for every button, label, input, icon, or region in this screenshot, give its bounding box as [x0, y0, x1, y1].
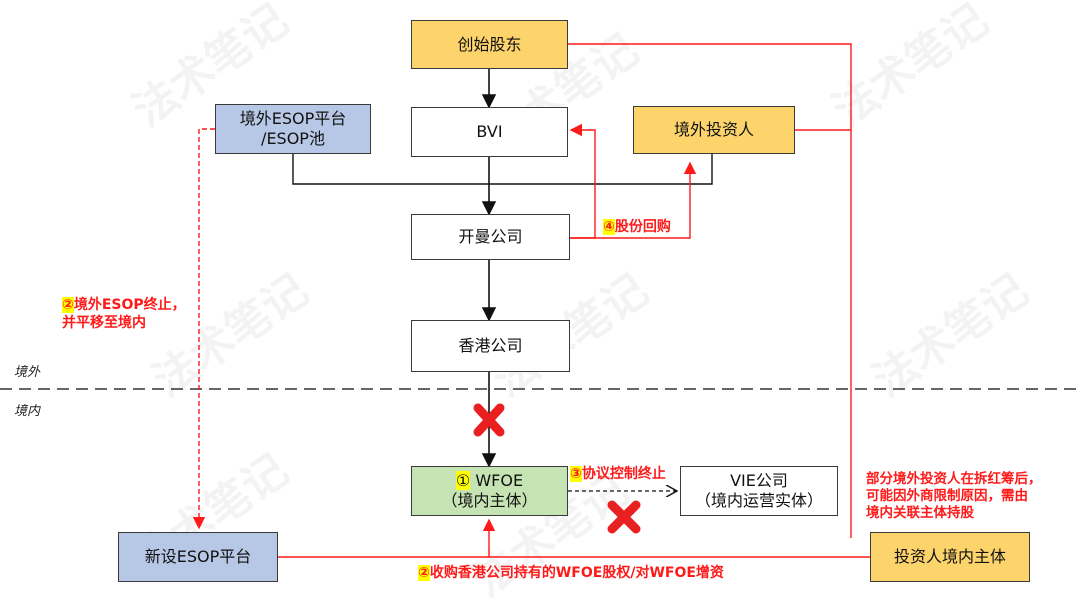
investor-domestic-label: 投资人境内主体 [893, 547, 1006, 566]
esop-platform-label-2: /ESOP池 [261, 129, 325, 148]
vie-label-2: （境内运营实体） [694, 491, 823, 510]
acquire-text: 收购香港公司持有的WFOE股权/对WFOE增资 [429, 565, 724, 581]
overseas-investor-box: 境外投资人 [633, 106, 795, 154]
wfoe-number: ① [455, 471, 471, 490]
vie-terminate-badge: ③ [570, 466, 582, 482]
bvi-box: BVI [411, 107, 568, 157]
right-note-line-2: 可能因外商限制原因，需由 [866, 487, 1028, 504]
esop-note-badge: ② [62, 297, 74, 313]
arrow-buyback-investor [570, 161, 697, 239]
overseas-investor-label: 境外投资人 [673, 120, 754, 139]
founder-box: 创始股东 [411, 20, 568, 69]
line-esop-investor [292, 154, 713, 185]
right-note-line-3: 境内关联主体持股 [866, 504, 974, 521]
wfoe-label-1: ① WFOE [455, 471, 524, 491]
vie-terminate-text: 协议控制终止 [581, 466, 666, 482]
right-side-note: 部分境外投资人在拆红筹后， 可能因外商限制原因，需由 境内关联主体持股 [866, 471, 1042, 522]
esop-platform-box: 境外ESOP平台 /ESOP池 [215, 104, 371, 154]
esop-platform-label-1: 境外ESOP平台 [239, 109, 347, 128]
founder-label: 创始股东 [457, 34, 522, 54]
buyback-badge: ④ [603, 219, 615, 235]
new-esop-label: 新设ESOP平台 [144, 547, 252, 566]
esop-note-line-2: 并平移至境内 [62, 314, 146, 331]
acquire-note: ②收购香港公司持有的WFOE股权/对WFOE增资 [418, 565, 724, 583]
cayman-label: 开曼公司 [458, 227, 523, 246]
wfoe-label-2: （境内主体） [441, 491, 538, 510]
hk-box: 香港公司 [411, 320, 570, 372]
cayman-box: 开曼公司 [411, 214, 570, 260]
line-founder-right [568, 43, 852, 538]
wfoe-name: WFOE [475, 471, 524, 490]
arrow-esop-migrate [192, 128, 215, 530]
hk-label: 香港公司 [458, 336, 523, 355]
esop-migrate-note: ②境外ESOP终止， 并平移至境内 [62, 297, 186, 332]
new-esop-box: 新设ESOP平台 [118, 532, 278, 582]
vie-terminate-note: ③协议控制终止 [570, 466, 666, 484]
buyback-note: ④股份回购 [603, 219, 671, 237]
region-label-overseas: 境外 [14, 365, 41, 380]
bvi-label: BVI [476, 122, 503, 141]
cross-icon [473, 403, 505, 437]
right-note-line-1: 部分境外投资人在拆红筹后， [866, 471, 1042, 487]
wfoe-box: ① WFOE （境内主体） [411, 466, 568, 516]
esop-note-line-1: 境外ESOP终止， [73, 297, 186, 313]
cross-icon [607, 500, 641, 534]
buyback-text: 股份回购 [614, 219, 671, 235]
acquire-badge: ② [418, 565, 430, 581]
region-label-domestic: 境内 [14, 404, 41, 419]
investor-domestic-box: 投资人境内主体 [870, 532, 1030, 582]
vie-label-1: VIE公司 [730, 471, 788, 490]
vie-box: VIE公司 （境内运营实体） [680, 466, 838, 516]
